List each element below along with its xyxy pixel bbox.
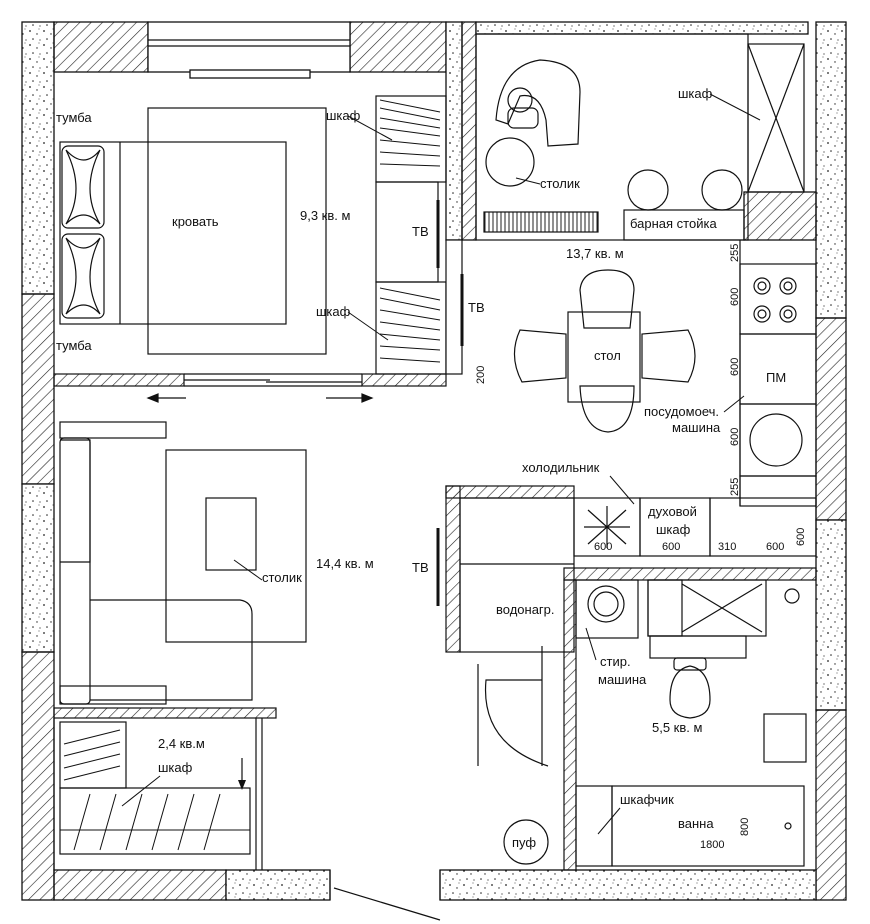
chair-top bbox=[579, 269, 635, 329]
bathroom-cabinet bbox=[763, 713, 807, 763]
bathtub-width: 800 bbox=[739, 818, 751, 836]
wardrobe-arrow bbox=[238, 780, 246, 790]
dishwasher-label-1: посудомоеч. bbox=[644, 404, 719, 419]
kitchen-area: 13,7 кв. м bbox=[566, 246, 624, 261]
bathtub-length: 1800 bbox=[700, 839, 724, 851]
fridge-label: холодильник bbox=[522, 460, 600, 475]
bathtub-label: ванна bbox=[678, 816, 714, 831]
bathroom-area: 5,5 кв. м bbox=[652, 720, 703, 735]
bedroom-wall-bottom bbox=[53, 373, 185, 387]
wall-balcony-left-inner bbox=[461, 21, 477, 241]
wall-balcony-left bbox=[445, 21, 463, 241]
dim-255-bottom: 255 bbox=[729, 478, 741, 496]
balcony-side-table-label: столик bbox=[540, 176, 580, 191]
stove bbox=[739, 263, 817, 335]
wall-corner-kitchen bbox=[743, 191, 817, 241]
dim-600-a: 600 bbox=[729, 288, 741, 306]
balcony-closet-label: шкаф bbox=[678, 86, 713, 101]
dim-600-b: 600 bbox=[729, 358, 741, 376]
dishwasher-label-2: машина bbox=[672, 420, 721, 435]
bedroom bbox=[53, 95, 447, 403]
dim-200: 200 bbox=[475, 366, 487, 384]
bathroom bbox=[477, 579, 807, 871]
closet-bottom-label: шкаф bbox=[316, 304, 351, 319]
coffee-table-label: столик bbox=[262, 570, 302, 585]
chair-right bbox=[641, 329, 696, 383]
dishwasher-code: ПМ bbox=[766, 370, 786, 385]
wall-top-left bbox=[53, 21, 149, 73]
wall-left-concrete-top bbox=[21, 21, 55, 295]
wall-right-hatch bbox=[815, 317, 847, 521]
entrance-door bbox=[329, 870, 441, 921]
wall-left-hatch-bottom bbox=[21, 651, 55, 901]
wall-top-right bbox=[349, 21, 447, 73]
dining-table bbox=[567, 311, 641, 403]
living-room bbox=[59, 421, 440, 705]
dim-600-side: 600 bbox=[795, 528, 807, 546]
wall-right-hatch-low bbox=[815, 709, 847, 901]
dim-row-1: 600 bbox=[594, 541, 612, 553]
balcony-side-table bbox=[485, 137, 535, 187]
bedroom-area: 9,3 кв. м bbox=[300, 208, 351, 223]
dim-255-top: 255 bbox=[729, 244, 741, 262]
wall-left-concrete-mid bbox=[21, 483, 55, 653]
bar-counter-label: барная стойка bbox=[630, 216, 717, 231]
tv-living-label: ТВ bbox=[412, 560, 429, 575]
washing-machine bbox=[575, 579, 639, 639]
washer-kitchen bbox=[739, 403, 817, 477]
wall-bottom-hatch-left bbox=[53, 869, 227, 901]
living-area: 14,4 кв. м bbox=[316, 556, 374, 571]
balcony bbox=[475, 33, 805, 241]
dim-row-3: 310 bbox=[718, 541, 736, 553]
chair-bottom bbox=[579, 385, 635, 433]
dim-row-2: 600 bbox=[662, 541, 680, 553]
pillow-bottom bbox=[61, 233, 105, 319]
wall-top-right-conc bbox=[475, 21, 809, 35]
nightstand-top-label: тумба bbox=[56, 110, 92, 125]
kitchen bbox=[445, 239, 817, 507]
sink-shelf bbox=[649, 635, 747, 659]
water-heater-label: водонагр. bbox=[496, 602, 555, 617]
dim-600-c: 600 bbox=[729, 428, 741, 446]
shower bbox=[647, 579, 767, 637]
pouf-label: пуф bbox=[512, 835, 536, 850]
bed-label: кровать bbox=[172, 214, 219, 229]
bedroom-wall-bottom-r bbox=[361, 373, 447, 387]
exterior-walls bbox=[21, 21, 847, 901]
tv-stand-bedroom bbox=[375, 181, 439, 283]
wall-bottom-conc-right bbox=[439, 869, 817, 901]
bed bbox=[147, 107, 327, 355]
dim-row-4: 600 bbox=[766, 541, 784, 553]
tv-bedroom-label: ТВ bbox=[412, 224, 429, 239]
balcony-closet bbox=[747, 43, 805, 193]
wardrobe-area: 2,4 кв.м bbox=[158, 736, 205, 751]
walk-in-wardrobe bbox=[53, 707, 277, 870]
closet-shading bbox=[379, 99, 441, 363]
bed-mattress bbox=[59, 141, 287, 325]
window-top bbox=[147, 21, 351, 73]
pouf bbox=[503, 819, 549, 865]
wall-left-hatch bbox=[21, 293, 55, 485]
oven-label-1: духовой bbox=[648, 504, 697, 519]
dishwasher bbox=[739, 333, 817, 405]
kitchen-lower-row bbox=[445, 485, 817, 653]
cabinet-label: шкафчик bbox=[620, 792, 674, 807]
oven-label-2: шкаф bbox=[656, 522, 691, 537]
tv-kitchen-label: ТВ bbox=[468, 300, 485, 315]
wall-right-concrete bbox=[815, 21, 847, 319]
washer-label-1: стир. bbox=[600, 654, 631, 669]
closet-top-label: шкаф bbox=[326, 108, 361, 123]
wardrobe-closet-label: шкаф bbox=[158, 760, 193, 775]
wall-right-concrete-low bbox=[815, 519, 847, 711]
pillow-top bbox=[61, 145, 105, 229]
nightstand-bottom-label: тумба bbox=[56, 338, 92, 353]
toilet bbox=[669, 665, 711, 719]
wall-bottom-conc-left bbox=[225, 869, 331, 901]
dining-table-label: стол bbox=[594, 348, 621, 363]
wardrobe-shading bbox=[60, 729, 250, 851]
washer-label-2: машина bbox=[598, 672, 647, 687]
chair-left bbox=[513, 329, 567, 383]
